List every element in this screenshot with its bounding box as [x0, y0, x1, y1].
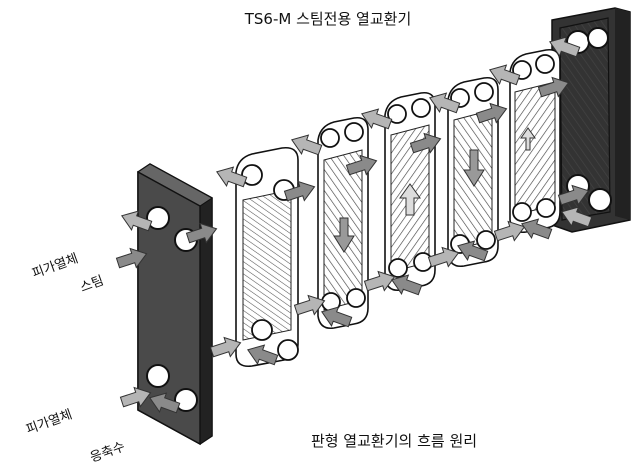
diagram-title: TS6-M 스팀전용 열교환기	[244, 10, 412, 28]
label-heated-fluid-in: 피가열체	[24, 407, 74, 437]
diagram-caption: 판형 열교환기의 흐름 원리	[311, 432, 477, 450]
label-heated-fluid-out: 피가열체	[30, 251, 80, 281]
plate-6	[509, 48, 561, 234]
plate-2	[235, 146, 299, 368]
label-condensate-out: 응축수	[88, 439, 127, 465]
label-steam-in: 스팀	[78, 273, 106, 295]
plate-3	[317, 116, 369, 330]
plate-4	[384, 91, 436, 292]
plate-5	[447, 76, 499, 268]
rear-pressure-plate	[551, 7, 631, 233]
